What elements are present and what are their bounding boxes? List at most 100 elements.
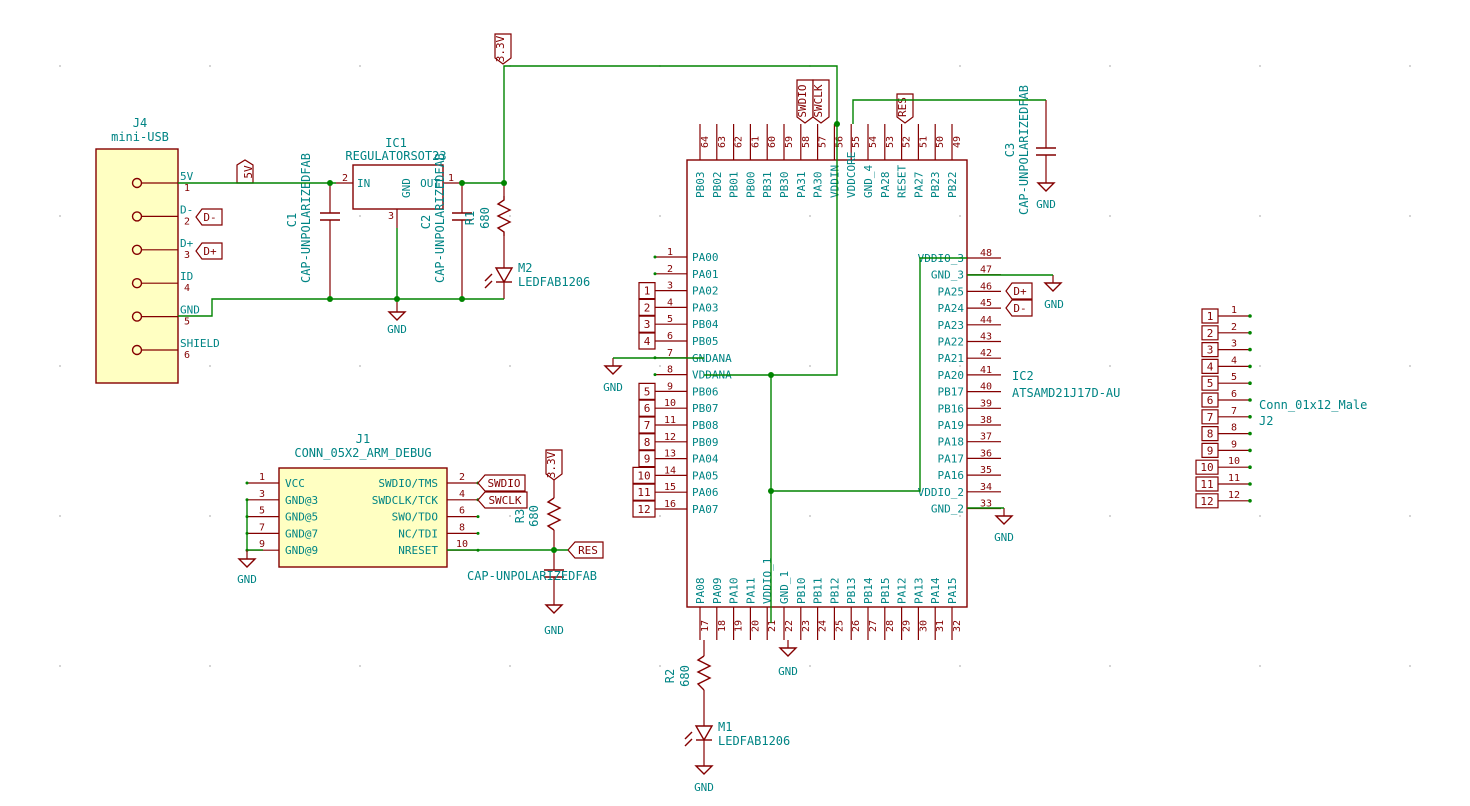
j1-ref: J1 <box>356 432 370 446</box>
ic2-right-pin-name: PA24 <box>938 302 965 315</box>
j1-value: CONN_05X2_ARM_DEBUG <box>294 446 431 460</box>
c3-ref: C3 <box>1003 143 1017 157</box>
j1-left-pin-num: 3 <box>259 489 265 500</box>
r2-ref: R2 <box>663 669 677 683</box>
grid-dot <box>1109 365 1111 367</box>
ic2-bottom-pin-num: 31 <box>935 620 946 632</box>
ic2-top-pin-num: 57 <box>818 136 829 148</box>
ic2-top-pin-num: 60 <box>767 136 778 148</box>
j2-pin-num: 3 <box>1231 339 1237 350</box>
ic2-bottom-pin-num: 27 <box>868 620 879 632</box>
ic1-pin-gnd-num: 3 <box>388 211 394 222</box>
grid-dot <box>1109 515 1111 517</box>
j4-pin-name: D+ <box>180 237 194 250</box>
label-usb-dm: D- <box>195 208 223 226</box>
j2-pin-end <box>1248 314 1252 318</box>
capacitor-c3[interactable]: C3 CAP-UNPOLARIZEDFAB <box>1003 85 1056 215</box>
j2-label-box <box>1195 476 1219 492</box>
ic2-left-pin-num: 11 <box>664 415 676 426</box>
grid-dot <box>59 365 61 367</box>
ic2-top-pin-name: GND_4 <box>862 165 875 198</box>
ic2-left-label-text: 2 <box>644 301 651 314</box>
resistor-r2[interactable]: R2 680 <box>663 640 712 716</box>
ic2-right-pin-name: PA16 <box>938 469 965 482</box>
resistor-r1[interactable]: R1 680 <box>463 183 512 250</box>
ic2-left-pin-num: 9 <box>667 381 673 392</box>
ic2-bottom-pin-name: VDDIO_1 <box>761 558 774 604</box>
led-m2[interactable]: M2 LEDFAB1206 <box>484 250 590 299</box>
led-m1[interactable]: M1 LEDFAB1206 <box>684 716 790 766</box>
grid-dot <box>209 65 211 67</box>
j4-pin-num: 5 <box>184 317 190 328</box>
grid-dot <box>359 665 361 667</box>
j1-right-pin-end <box>476 515 480 519</box>
ic2-left-pin-name: PA03 <box>692 301 719 314</box>
usb-dm-text: D- <box>203 211 216 224</box>
ic2-left-pin-name: PB06 <box>692 385 719 398</box>
label-3v3-top: 3.3V <box>494 33 512 65</box>
r3-ref: R3 <box>513 509 527 523</box>
capacitor-c4[interactable]: CAP-UNPOLARIZEDFAB <box>467 550 597 605</box>
ic2-left-pin-name: PA05 <box>692 469 719 482</box>
j2-label-text: 1 <box>1207 310 1214 323</box>
capacitor-c2[interactable]: C2 CAP-UNPOLARIZEDFAB <box>419 153 472 299</box>
j2-pin-end <box>1248 431 1252 436</box>
ic2-top-pin-num: 56 <box>834 136 845 148</box>
ic2-right-pin-name: PB16 <box>938 402 965 415</box>
j1-right-pin-name: SWO/TDO <box>392 511 438 524</box>
ic2-left-label-box <box>638 433 656 451</box>
j2-pin-num: 1 <box>1231 305 1237 316</box>
ic2-top-pin-name: PB30 <box>778 172 791 199</box>
ic2-res-text: RES <box>896 97 909 117</box>
ic2-right-pin-name: GND_2 <box>931 503 964 516</box>
grid-dot <box>1409 65 1411 67</box>
m1-ref: M1 <box>718 720 732 734</box>
j4-pin-num: 1 <box>184 183 190 194</box>
j2-pin-num: 10 <box>1228 456 1240 467</box>
ic2-left-pin-num: 5 <box>667 314 673 325</box>
resistor-r3[interactable]: 3.3V R3 680 <box>513 449 563 550</box>
capacitor-c1[interactable]: C1 CAP-UNPOLARIZEDFAB <box>285 153 340 299</box>
ic2-left-label-box <box>638 298 656 316</box>
ic2-bottom-pin-num: 30 <box>918 620 929 632</box>
ic2-top-pin-num: 52 <box>902 136 913 148</box>
grid-dot <box>1259 665 1261 667</box>
ic2-right-pin-name: PA17 <box>938 452 965 465</box>
j1-right-pin-name: NRESET <box>398 544 438 557</box>
ic2-top-pin-name: PB31 <box>761 172 774 199</box>
ic2-left-label-box <box>638 382 656 400</box>
ic2-left-label-text: 3 <box>644 318 651 331</box>
grid-dot <box>209 365 211 367</box>
gnd-symbol-c4: GND <box>544 604 564 637</box>
label-ic2-dp: D+ <box>1005 282 1033 300</box>
grid-dot <box>1259 65 1261 67</box>
ic2-top-pin-num: 58 <box>801 136 812 148</box>
gnd-c4-text: GND <box>544 624 564 637</box>
ic2-body <box>686 159 968 608</box>
ic2-bottom-pin-name: PA12 <box>896 578 909 605</box>
label-usb-5v: 5V <box>236 159 255 184</box>
gnd-ic1-text: GND <box>387 323 407 336</box>
ic2-left-label-text: 1 <box>644 285 651 298</box>
j2-pin-end <box>1248 465 1252 470</box>
ic2-right-pin-num: 39 <box>980 398 992 409</box>
m1-value: LEDFAB1206 <box>718 734 790 748</box>
grid-dot <box>809 665 811 667</box>
ic2-right-pin-num: 46 <box>980 281 992 292</box>
ic2-top-pin-name: PA30 <box>812 172 825 199</box>
regulator-ic1[interactable]: IC1 REGULATORSOT23 IN 2 OUT 1 GND 3 <box>336 136 462 228</box>
grid-dot <box>1109 65 1111 67</box>
ic2-bottom-pin-num: 29 <box>902 620 913 632</box>
ic2-top-pin-num: 49 <box>952 136 963 148</box>
j4-pin-num: 6 <box>184 350 190 361</box>
j2-pin-end <box>1248 415 1252 419</box>
j2-pin-end <box>1248 364 1252 369</box>
j2-label-box <box>1201 392 1219 408</box>
